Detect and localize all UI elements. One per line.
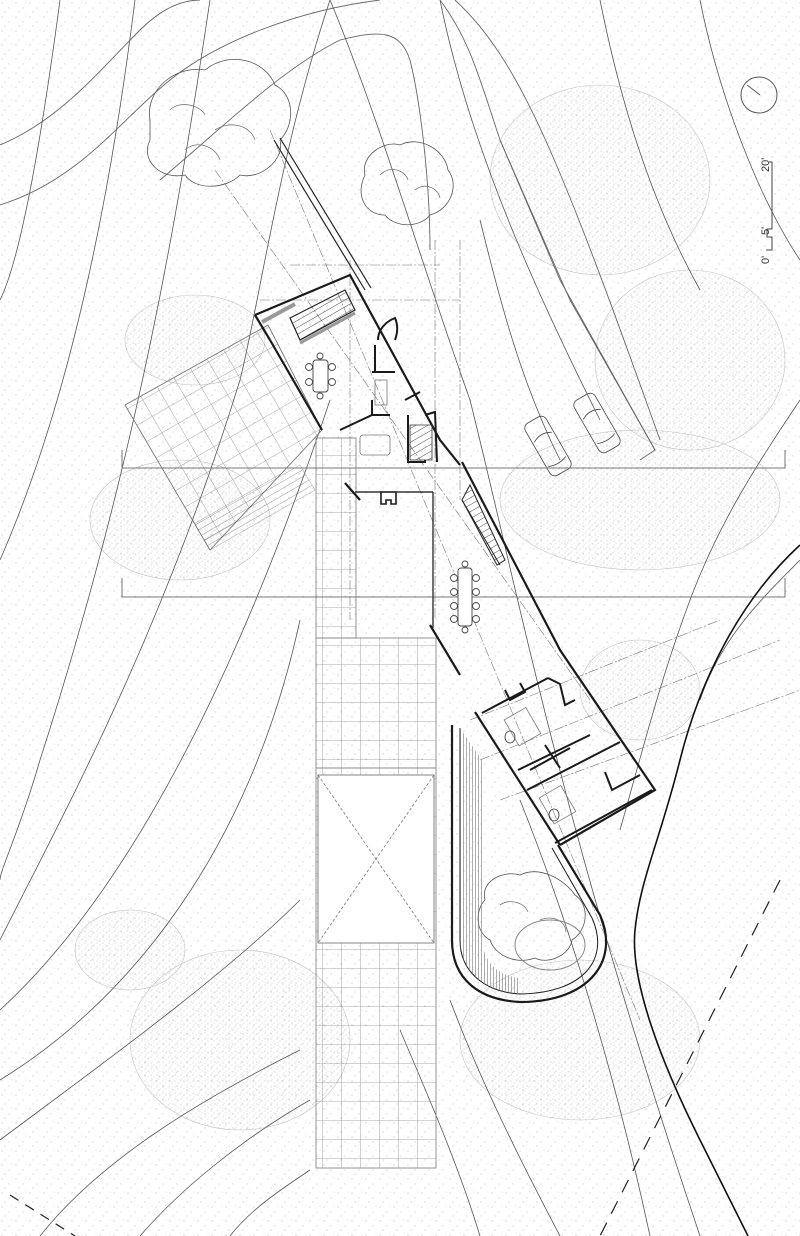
bedroom-furniture [503, 706, 577, 825]
tree-canopy-icon [147, 59, 292, 187]
trees [147, 59, 586, 961]
house-plan [254, 273, 657, 846]
fireplace [380, 491, 397, 505]
curved-ramp [450, 725, 608, 1004]
dining-table-south [450, 560, 480, 634]
north-arrow-circle-icon [740, 76, 778, 114]
car-icon [573, 392, 621, 454]
car-icon [524, 415, 572, 477]
parked-cars [524, 392, 621, 477]
driveway [0, 0, 661, 451]
section-reference-lines [121, 450, 786, 598]
scale-bar [766, 161, 773, 251]
open-to-below-x [317, 774, 435, 944]
scale-label-5: 5' [760, 226, 772, 235]
tree-canopy-icon [360, 141, 454, 226]
dashed-boundary-line [599, 879, 781, 1236]
dining-table-north [305, 352, 336, 400]
property-line [633, 544, 800, 1236]
planter-ring [514, 919, 586, 971]
entry-bridge [273, 137, 372, 291]
scale-label-0: 0' [760, 255, 772, 264]
scale-label-20: 20' [760, 157, 772, 172]
parking-area [499, 139, 656, 461]
core-stair [409, 424, 433, 461]
tree-canopy-icon [477, 871, 586, 961]
south-walkway [315, 437, 437, 1169]
north-stair [261, 289, 356, 345]
dashed-boundary-line-sw [9, 1194, 76, 1236]
main-stair [461, 483, 506, 566]
